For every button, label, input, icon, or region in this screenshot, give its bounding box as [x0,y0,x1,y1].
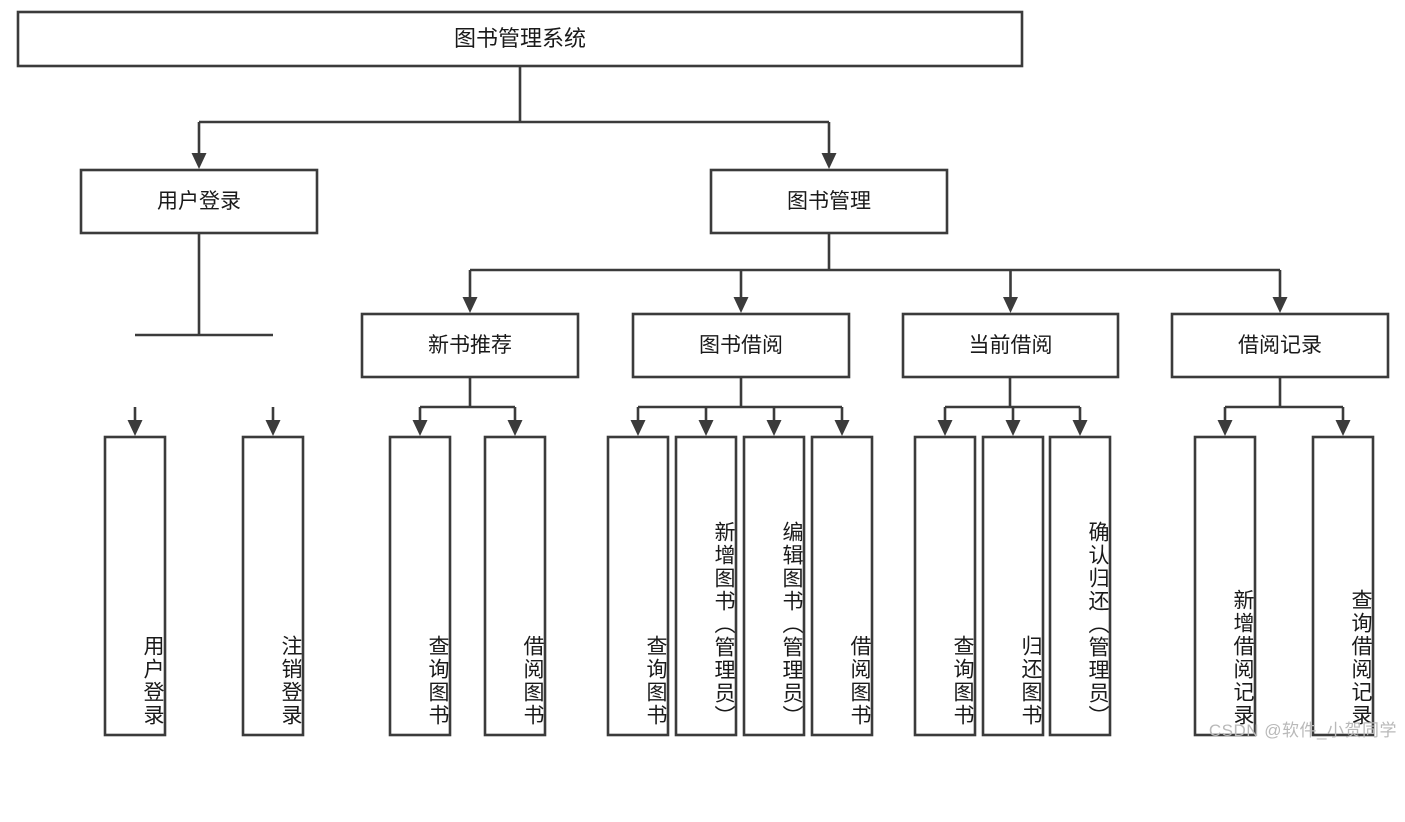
arrow-head-book-manage [821,153,837,169]
arrow-head-leaf-add-book [698,420,714,436]
functional-structure-diagram: 图书管理系统用户登录图书管理新书推荐图书借阅当前借阅借阅记录 用户登录注销登录查… [16,10,1397,740]
arrow-head-book-borrow [733,297,749,313]
node-box-borrow-record[interactable] [1170,312,1390,379]
arrow-head-leaf-user-login [127,420,143,436]
node-label-user-login: 用户登录 [157,190,241,213]
arrow-head-leaf-borrow-book-2 [834,420,850,436]
node-box-current-borrow[interactable] [901,312,1120,379]
node-box-leaf-query-book-1[interactable] [388,435,452,737]
arrow-head-leaf-borrow-book-1 [507,420,523,436]
arrow-head-leaf-query-record [1335,420,1351,436]
node-box-leaf-add-record[interactable] [1193,435,1257,737]
node-box-leaf-confirm-return[interactable] [1048,435,1112,737]
arrow-head-user-login [191,153,207,169]
arrow-head-leaf-query-book-3 [937,420,953,436]
arrow-head-leaf-query-book-1 [412,420,428,436]
connectors-layer [127,66,1351,436]
node-box-leaf-query-book-3[interactable] [913,435,977,737]
node-label-current-borrow: 当前借阅 [969,334,1053,357]
node-box-leaf-logout[interactable] [241,435,305,737]
node-box-book-manage[interactable] [709,168,949,235]
arrow-head-leaf-return-book [1005,420,1021,436]
node-box-leaf-add-book[interactable] [674,435,738,737]
node-box-leaf-return-book[interactable] [981,435,1045,737]
node-label-borrow-record: 借阅记录 [1238,334,1322,357]
root-node-label: 图书管理系统 [454,26,586,51]
root-node-box[interactable] [16,10,1024,68]
boxes-layer [16,10,1390,737]
node-label-book-manage: 图书管理 [787,190,871,213]
node-box-leaf-borrow-book-1[interactable] [483,435,547,737]
node-box-user-login[interactable] [79,168,319,235]
node-box-leaf-query-book-2[interactable] [606,435,670,737]
arrow-head-current-borrow [1003,297,1018,313]
arrow-head-leaf-edit-book [766,420,782,436]
arrow-head-leaf-confirm-return [1072,420,1088,436]
node-box-leaf-edit-book[interactable] [742,435,806,737]
arrow-head-borrow-record [1272,297,1288,313]
node-box-new-book-recommend[interactable] [360,312,580,379]
arrow-head-new-book-recommend [462,297,478,313]
arrow-head-leaf-query-book-2 [630,420,646,436]
node-box-leaf-borrow-book-2[interactable] [810,435,874,737]
arrow-head-leaf-logout [265,420,281,436]
arrow-head-leaf-add-record [1217,420,1233,436]
node-box-leaf-user-login[interactable] [103,435,167,737]
watermark-credit: CSDN @软件_小贺同学 [1208,721,1397,740]
node-box-leaf-query-record[interactable] [1311,435,1375,737]
node-label-new-book-recommend: 新书推荐 [428,334,512,357]
node-box-book-borrow[interactable] [631,312,851,379]
node-label-book-borrow: 图书借阅 [699,334,783,357]
